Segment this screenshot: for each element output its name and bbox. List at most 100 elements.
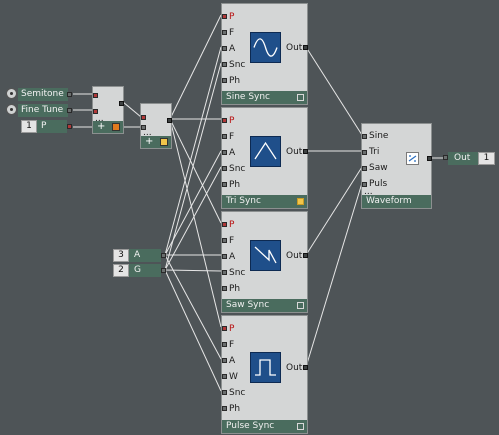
saw-snc-label: Snc	[229, 268, 246, 278]
pulse-sync-indicator[interactable]	[297, 423, 304, 430]
pulse-w-port[interactable]	[222, 374, 227, 379]
semitone-out-port[interactable]	[67, 92, 72, 97]
waveform-tri-label: Tri	[369, 147, 380, 157]
a-input-label: A	[134, 250, 141, 260]
saw-sync-module[interactable]: P F A Snc Ph Out Saw Sync	[221, 211, 308, 313]
sine-sync-footer: Sine Sync	[222, 91, 307, 104]
adder-module-1[interactable]: ... +	[92, 86, 124, 134]
switch-icon	[406, 152, 419, 165]
p-input-out-port[interactable]	[67, 124, 72, 129]
sine-f-label: F	[229, 28, 235, 38]
p-number-box[interactable]: 1	[21, 120, 37, 133]
saw-sync-indicator[interactable]	[297, 302, 304, 309]
waveform-tri-port[interactable]	[362, 150, 367, 155]
sine-sync-indicator[interactable]	[297, 94, 304, 101]
fine-tune-knob[interactable]: Fine Tune	[18, 104, 68, 117]
a-number-box[interactable]: 3	[113, 249, 129, 262]
saw-ph-port[interactable]	[222, 286, 227, 291]
adder-1-in-2[interactable]	[93, 109, 98, 114]
p-input-knob[interactable]: P	[37, 120, 67, 133]
waveform-sine-port[interactable]	[362, 134, 367, 139]
semitone-knob[interactable]: Semitone	[18, 88, 68, 101]
waveform-out-port[interactable]	[427, 156, 432, 161]
sine-ph-label: Ph	[229, 76, 241, 86]
sine-out-port[interactable]	[303, 45, 308, 50]
saw-wave-icon	[250, 240, 281, 271]
pulse-a-port[interactable]	[222, 358, 227, 363]
pulse-sync-footer: Pulse Sync	[222, 420, 307, 433]
tri-f-port[interactable]	[222, 134, 227, 139]
tri-snc-label: Snc	[229, 164, 246, 174]
pulse-wave-icon	[250, 352, 281, 383]
waveform-title: Waveform	[366, 196, 412, 206]
tri-snc-port[interactable]	[222, 166, 227, 171]
saw-out-port[interactable]	[303, 253, 308, 258]
tri-p-port[interactable]	[222, 118, 227, 123]
g-number-box[interactable]: 2	[113, 264, 129, 277]
saw-f-label: F	[229, 236, 235, 246]
adder-2-indicator	[160, 138, 168, 146]
pulse-sync-module[interactable]: P F A W Snc Ph Out Pulse Sync	[221, 315, 308, 434]
waveform-saw-label: Saw	[369, 163, 388, 173]
sine-sync-module[interactable]: P F A Snc Ph Out Sine Sync	[221, 3, 308, 105]
saw-a-port[interactable]	[222, 254, 227, 259]
adder-1-in-1[interactable]	[93, 93, 98, 98]
pulse-p-port[interactable]	[222, 326, 227, 331]
pulse-snc-port[interactable]	[222, 390, 227, 395]
adder-1-indicator	[112, 123, 120, 131]
output-label: Out	[454, 153, 471, 163]
pulse-out-port[interactable]	[303, 365, 308, 370]
saw-p-port[interactable]	[222, 222, 227, 227]
triangle-wave-icon	[250, 136, 281, 167]
saw-snc-port[interactable]	[222, 270, 227, 275]
tri-sync-footer: Tri Sync	[222, 195, 307, 208]
sine-p-label: P	[229, 12, 235, 22]
sine-ph-port[interactable]	[222, 78, 227, 83]
adder-2-in-1[interactable]	[141, 115, 146, 120]
g-input-knob[interactable]: G	[129, 264, 161, 277]
sine-a-port[interactable]	[222, 46, 227, 51]
semitone-toggle[interactable]	[6, 88, 17, 99]
tri-ph-port[interactable]	[222, 182, 227, 187]
pulse-w-label: W	[229, 372, 238, 382]
tri-sync-module[interactable]: P F A Snc Ph Out Tri Sync	[221, 107, 308, 209]
sine-p-port[interactable]	[222, 14, 227, 19]
tri-out-port[interactable]	[303, 149, 308, 154]
tri-f-label: F	[229, 132, 235, 142]
a-input-out-port[interactable]	[161, 253, 166, 258]
sine-f-port[interactable]	[222, 30, 227, 35]
waveform-saw-port[interactable]	[362, 166, 367, 171]
a-input-knob[interactable]: A	[129, 249, 161, 262]
tri-ph-label: Ph	[229, 180, 241, 190]
tri-sync-indicator[interactable]	[297, 198, 304, 205]
g-input-label: G	[134, 265, 141, 275]
g-input-out-port[interactable]	[161, 268, 166, 273]
output-in-port[interactable]	[443, 155, 448, 160]
saw-ph-label: Ph	[229, 284, 241, 294]
tri-p-label: P	[229, 116, 235, 126]
adder-2-footer: +	[141, 136, 171, 148]
pulse-ph-port[interactable]	[222, 406, 227, 411]
adder-1-out[interactable]	[119, 101, 124, 106]
pulse-p-label: P	[229, 324, 235, 334]
fine-tune-label: Fine Tune	[21, 105, 64, 115]
pulse-f-port[interactable]	[222, 342, 227, 347]
fine-tune-out-port[interactable]	[67, 108, 72, 113]
tri-a-label: A	[229, 148, 236, 158]
waveform-puls-port[interactable]	[362, 182, 367, 187]
output-number-box[interactable]: 1	[478, 152, 495, 165]
sine-sync-title: Sine Sync	[226, 92, 271, 102]
sine-wave-icon	[250, 32, 281, 63]
waveform-module[interactable]: Sine Tri Saw Puls ... Waveform	[361, 123, 432, 209]
adder-2-ellipsis: ...	[143, 128, 152, 138]
adder-2-out[interactable]	[167, 118, 172, 123]
adder-2-in-2[interactable]	[141, 125, 146, 130]
semitone-label: Semitone	[21, 89, 64, 99]
tri-a-port[interactable]	[222, 150, 227, 155]
p-input-label: P	[41, 121, 47, 131]
sine-snc-port[interactable]	[222, 62, 227, 67]
fine-tune-toggle[interactable]	[6, 104, 17, 115]
adder-module-2[interactable]: ... +	[140, 103, 172, 149]
saw-f-port[interactable]	[222, 238, 227, 243]
output-module[interactable]: Out	[448, 152, 478, 165]
